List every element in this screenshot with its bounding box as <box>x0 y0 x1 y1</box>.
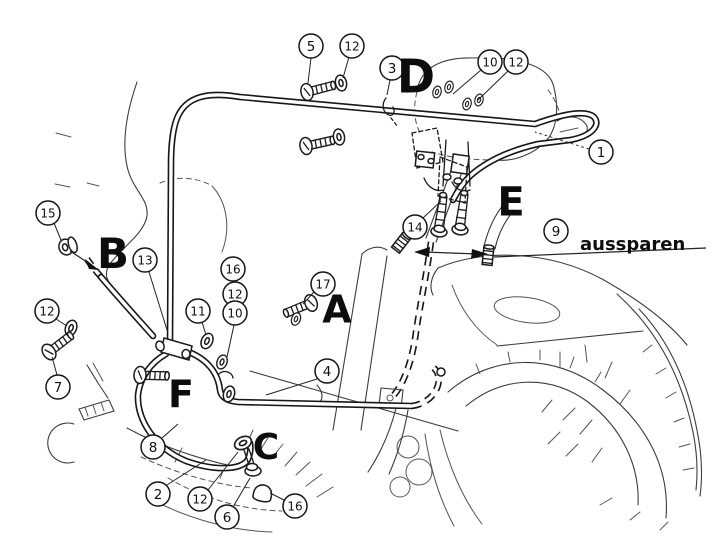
leader-11 <box>201 321 207 336</box>
dome-nut-6 <box>252 484 273 503</box>
leader-17 <box>302 291 315 305</box>
callout-16-10: 16 <box>220 256 246 282</box>
leader-13 <box>148 271 168 331</box>
callout-leader-lines <box>51 56 590 508</box>
callout-15-8: 15 <box>35 200 61 226</box>
leader-10 <box>226 324 235 358</box>
callout-number: 16 <box>287 499 302 513</box>
fastener-hardware <box>38 73 495 503</box>
callout-7-16: 7 <box>45 374 71 400</box>
callout-number: 10 <box>227 306 242 320</box>
letter-E: E <box>497 179 524 225</box>
callout-number: 17 <box>315 277 330 291</box>
callout-number: 12 <box>227 287 242 301</box>
callout-number: 12 <box>508 55 523 69</box>
leader-2 <box>166 459 207 486</box>
leader-12 <box>55 318 68 327</box>
letter-A: A <box>322 288 352 332</box>
leader-3 <box>386 79 391 96</box>
callout-11-13: 11 <box>185 298 211 324</box>
callout-12-15: 12 <box>34 298 60 324</box>
washer-12-top <box>333 73 349 93</box>
callout-number: 12 <box>39 304 54 318</box>
callout-number: 4 <box>323 364 332 380</box>
callout-12-1: 12 <box>339 33 365 59</box>
leader-14 <box>422 200 442 219</box>
annotation-aussparen: aussparen <box>580 234 685 255</box>
callout-12-11: 12 <box>222 281 248 307</box>
letter-D: D <box>397 50 435 104</box>
screw-5b <box>297 131 337 157</box>
screw-5 <box>298 76 339 103</box>
leader-10 <box>452 69 482 95</box>
letter-B: B <box>97 229 129 278</box>
annotation-arrows <box>69 247 707 270</box>
leader-12 <box>342 56 350 79</box>
mount-brackets <box>382 97 471 204</box>
leader-1 <box>534 131 590 150</box>
part-callouts: 5 12 3 10 12 1 9 14 15 13 16 12 10 11 17 12 7 4 8 2 12 6 16 <box>34 33 614 530</box>
leader-16 <box>269 492 285 501</box>
callout-number: 1 <box>597 145 606 161</box>
leader-12 <box>207 451 239 491</box>
letter-F: F <box>168 373 194 417</box>
leader-12 <box>477 70 509 101</box>
spring-washer <box>218 370 234 379</box>
letter-C: C <box>253 427 279 468</box>
callout-number: 2 <box>154 487 163 503</box>
leader-15 <box>53 222 62 241</box>
callout-5-0: 5 <box>298 33 324 59</box>
callout-1-5: 1 <box>588 139 614 165</box>
callout-number: 7 <box>54 380 63 396</box>
washer-11 <box>197 330 217 352</box>
leader-7 <box>51 356 58 376</box>
callout-number: 5 <box>307 39 316 55</box>
callout-number: 13 <box>137 253 152 267</box>
callout-9-6: 9 <box>543 218 569 244</box>
callout-number: 12 <box>192 492 207 506</box>
callout-14-7: 14 <box>402 214 428 240</box>
washer-12a <box>442 79 456 95</box>
callout-6-21: 6 <box>214 504 240 530</box>
rail-end-bolt <box>436 367 446 377</box>
leader-6 <box>232 477 251 508</box>
callout-number: 8 <box>149 440 158 456</box>
leader-5 <box>307 57 312 84</box>
washer-10b <box>460 96 474 112</box>
callout-10-12: 10 <box>222 300 248 326</box>
callout-number: 6 <box>223 510 232 526</box>
callout-17-14: 17 <box>310 271 336 297</box>
callout-number: 16 <box>225 262 240 276</box>
callout-2-19: 2 <box>145 481 171 507</box>
callout-3-2: 3 <box>379 55 405 81</box>
callout-number: 9 <box>552 224 561 240</box>
callout-number: 3 <box>388 61 397 77</box>
callout-16-22: 16 <box>282 493 308 519</box>
callout-12-20: 12 <box>187 486 213 512</box>
washer-17 <box>289 310 303 328</box>
callout-12-4: 12 <box>503 49 529 75</box>
callout-number: 10 <box>482 55 497 69</box>
callout-number: 14 <box>407 220 422 234</box>
callout-10-3: 10 <box>477 49 503 75</box>
motorcycle-sketch <box>47 57 703 533</box>
leader-4 <box>265 378 318 396</box>
leader-8 <box>161 423 179 439</box>
callout-number: 11 <box>190 304 205 318</box>
callout-13-9: 13 <box>132 247 158 273</box>
callout-number: 12 <box>344 39 359 53</box>
grommet-15 <box>58 236 78 256</box>
callout-number: 15 <box>40 206 55 220</box>
screw-7 <box>38 327 79 364</box>
position-letters: A B C D E F <box>97 50 525 468</box>
guard-tubes <box>84 91 600 472</box>
callout-8-18: 8 <box>140 434 166 460</box>
callout-4-17: 4 <box>314 358 340 384</box>
